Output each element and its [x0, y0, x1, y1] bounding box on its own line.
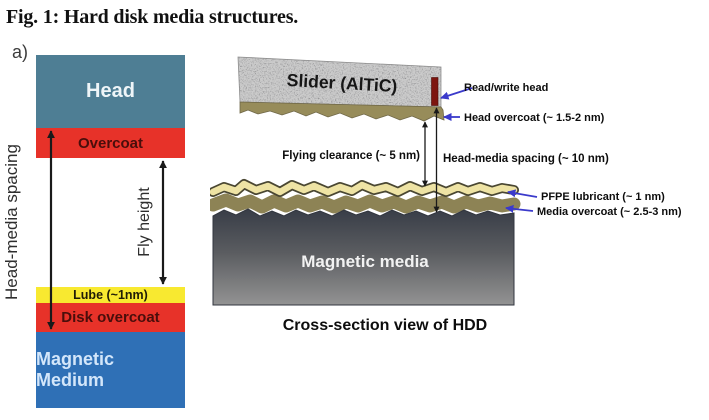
cross-section-diagram: Slider (AlTiC) Magnetic media Flying cle…: [210, 56, 682, 334]
flying-clearance-label: Flying clearance (~ 5 nm): [282, 150, 420, 162]
pfpe-lubricant-label: PFPE lubricant (~ 1 nm): [541, 191, 665, 203]
magnetic-medium-layer: Magnetic Medium: [36, 332, 185, 408]
pfpe-lubricant-band: [210, 180, 518, 196]
head-overcoat-label: Head overcoat (~ 1.5-2 nm): [464, 112, 605, 124]
magnetic-medium-layer-label: Magnetic Medium: [36, 349, 115, 390]
fly-height-rotated-label: Fly height: [136, 187, 153, 257]
figure-title: Fig. 1: Hard disk media structures.: [6, 6, 299, 28]
read-write-head-bar: [431, 77, 439, 106]
head-media-spacing-rotated-label: Head-media spacing: [2, 144, 21, 300]
head-overcoat-layer-label: Overcoat: [77, 134, 144, 152]
media-overcoat-label: Media overcoat (~ 2.5-3 nm): [537, 206, 682, 218]
head-media-spacing-label: Head-media spacing (~ 10 nm): [443, 153, 609, 165]
magnetic-media-block: [212, 208, 515, 306]
disk-overcoat-layer: Disk overcoat: [36, 303, 185, 332]
pfpe-lubricant-callout-arrow: [507, 189, 538, 198]
cross-section-caption: Cross-section view of HDD: [283, 317, 487, 334]
head-overcoat-layer: Overcoat: [36, 128, 185, 158]
slider-block: Slider (AlTiC): [237, 56, 442, 108]
read-write-head-label: Read/write head: [464, 82, 548, 94]
media-overcoat-band: [210, 193, 521, 214]
lube-layer-label: Lube (~1nm): [73, 288, 148, 302]
media-overcoat-callout-arrow: [505, 204, 534, 213]
disk-overcoat-layer-label: Disk overcoat: [61, 309, 160, 326]
lube-layer: Lube (~1nm): [36, 287, 185, 303]
head-layer-label: Head: [86, 80, 135, 102]
panel-a-label: a): [12, 42, 29, 62]
magnetic-media-label: Magnetic media: [301, 252, 429, 271]
read-write-head-callout-arrow: [440, 87, 473, 100]
head-layer: Head: [36, 55, 185, 128]
